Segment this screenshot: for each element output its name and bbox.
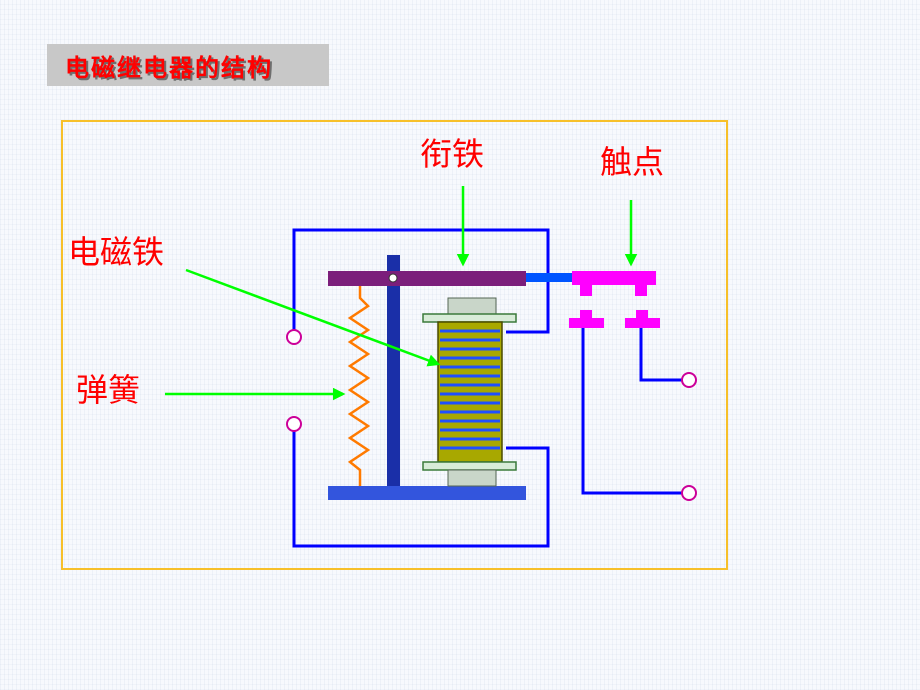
diagram-frame <box>61 120 728 570</box>
base-plate <box>328 486 526 500</box>
spring <box>347 286 371 486</box>
title-box: 电磁继电器的结构 <box>47 44 329 86</box>
right-circuit-wire <box>581 328 682 495</box>
armature-bar <box>328 271 526 286</box>
iron-post <box>387 255 400 486</box>
label-electromagnet: 电磁铁 <box>68 233 165 271</box>
page-title: 电磁继电器的结构 <box>65 53 273 82</box>
pointer-arrows <box>165 186 638 401</box>
pivot-icon <box>388 273 398 283</box>
label-contacts: 触点 <box>600 143 665 181</box>
armature-link <box>526 273 576 282</box>
left-circuit-wire <box>292 228 550 548</box>
label-spring: 弹簧 <box>76 371 141 409</box>
relay-contacts <box>569 271 660 328</box>
electromagnet-coil <box>422 297 517 487</box>
label-armature: 衔铁 <box>420 135 485 173</box>
terminal-icons <box>286 329 697 501</box>
